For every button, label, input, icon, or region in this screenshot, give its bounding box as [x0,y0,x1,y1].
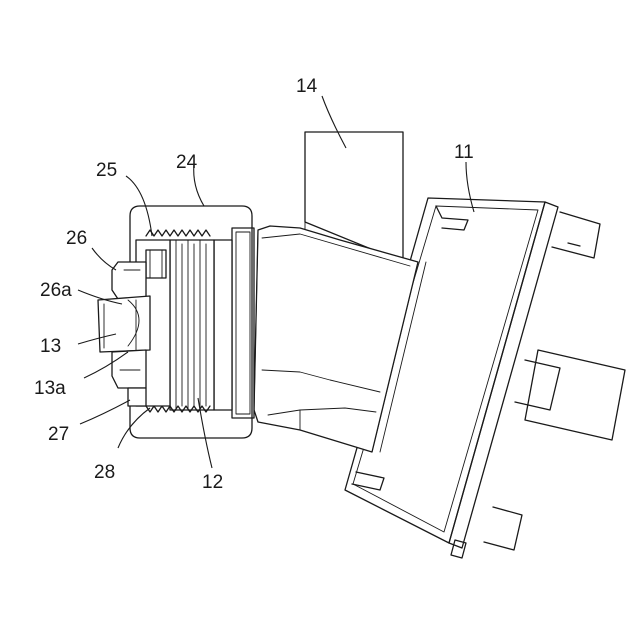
label-13: 13 [40,336,61,357]
label-24: 24 [176,152,198,173]
spacer-plates [214,228,254,418]
pump-body [254,226,418,452]
label-11: 11 [454,142,474,163]
label-14: 14 [296,76,318,97]
label-27: 27 [48,424,69,445]
label-28: 28 [94,462,115,483]
label-13a: 13a [34,378,66,399]
label-25: 25 [96,160,117,181]
label-26: 26 [66,228,87,249]
label-12: 12 [202,472,223,493]
label-26a: 26a [40,280,72,301]
